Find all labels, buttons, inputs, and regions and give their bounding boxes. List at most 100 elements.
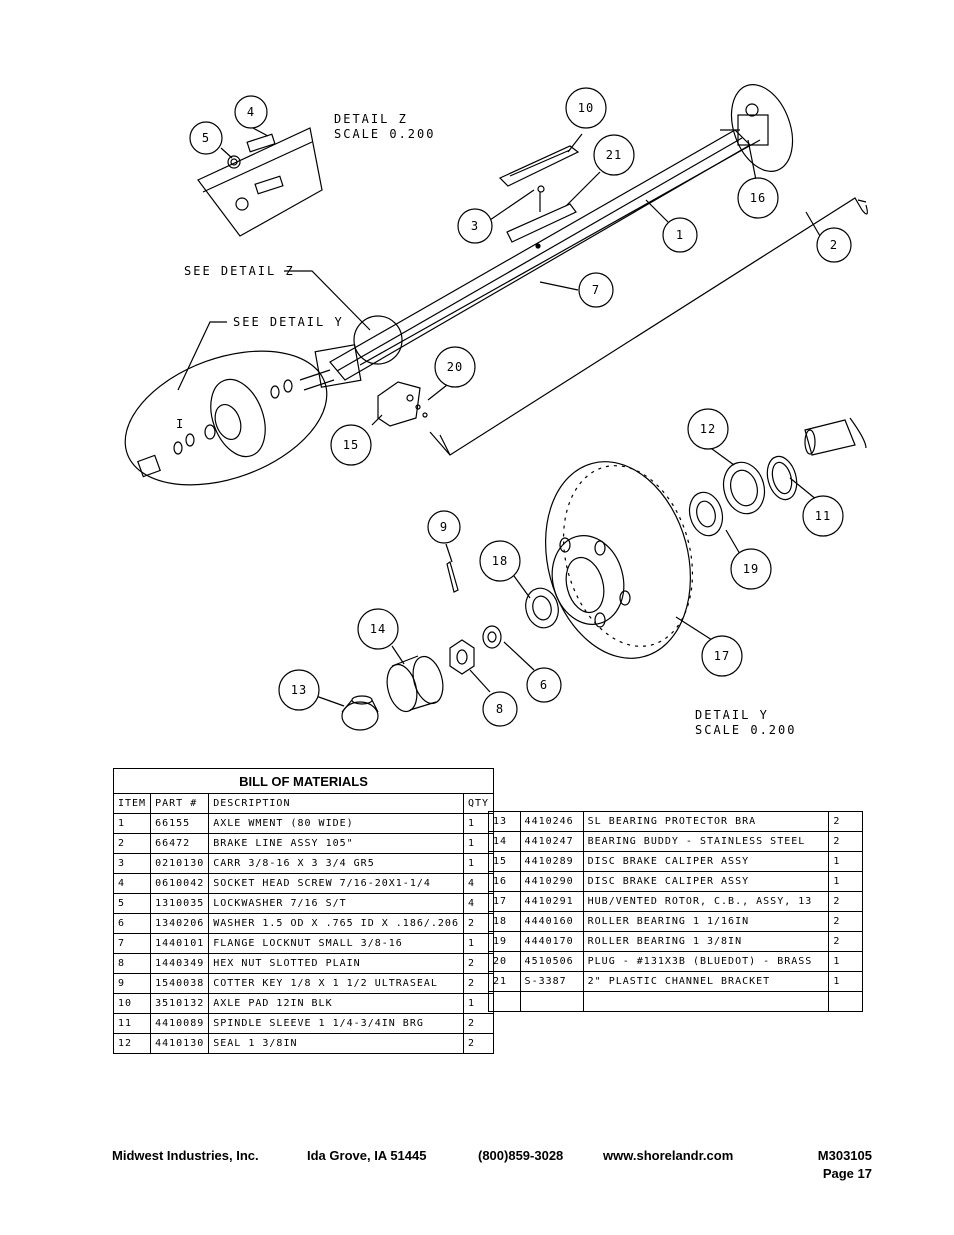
cell-qty: 2: [462, 1033, 495, 1054]
callout-7: 7: [592, 283, 600, 297]
cell-part: 1440349: [150, 953, 210, 974]
cell-part: 4410246: [519, 811, 584, 832]
cell-description: FLANGE LOCKNUT SMALL 3/8-16: [208, 933, 464, 954]
bearing-19: [688, 491, 724, 537]
cell-description: [582, 991, 830, 1012]
cell-item: 16: [488, 871, 521, 892]
cell-description: WASHER 1.5 OD X .765 ID X .186/.206: [208, 913, 464, 934]
cell-description: SEAL 1 3/8IN: [208, 1033, 464, 1054]
cell-description: LOCKWASHER 7/16 S/T: [208, 893, 464, 914]
cell-qty: 1: [828, 871, 863, 892]
cell-item: 18: [488, 911, 521, 932]
cell-part: 4410289: [519, 851, 584, 872]
cell-part: 1340206: [150, 913, 210, 934]
callout-circle-1: [662, 217, 698, 253]
cell-qty: 2: [828, 831, 863, 852]
cell-part: 1540038: [150, 973, 210, 994]
cell-item: 17: [488, 891, 521, 912]
cell-description: HUB/VENTED ROTOR, C.B., ASSY, 13: [582, 891, 830, 912]
callout-9: 9: [440, 520, 448, 534]
footer-city: Ida Grove, IA 51445: [307, 1148, 427, 1163]
callout-10: 10: [578, 101, 594, 115]
cell-part: 4440170: [519, 931, 584, 952]
callout-circle-3: [457, 208, 493, 244]
callout-circle-4: [234, 95, 268, 129]
cell-part: 4410290: [519, 871, 584, 892]
see-detail-y: SEE DETAIL Y: [233, 315, 344, 329]
cell-part: 4410130: [150, 1033, 210, 1054]
cell-item: 3: [112, 853, 152, 874]
table-row-empty: [488, 991, 863, 1012]
bill-of-materials-left: BILL OF MATERIALS ITEM PART # DESCRIPTIO…: [112, 768, 495, 1054]
cell-part: 4410089: [150, 1013, 210, 1034]
rotor-17: [545, 461, 694, 659]
footer-website[interactable]: www.shorelandr.com: [603, 1148, 734, 1163]
callout-circle-20: [434, 346, 476, 388]
cell-item: 12: [112, 1033, 152, 1054]
spindle-end: [804, 417, 867, 456]
cell-qty: 2: [828, 811, 863, 832]
washer-6: [482, 625, 502, 649]
callout-16: 16: [750, 191, 766, 205]
cell-qty: 1: [828, 851, 863, 872]
callout-circle-7: [578, 272, 614, 308]
detail-z-drawing: [197, 127, 323, 237]
cell-part: 0210130: [150, 853, 210, 874]
cell-item: 4: [112, 873, 152, 894]
callout-circle-18: [479, 540, 521, 582]
callout-19: 19: [743, 562, 759, 576]
cell-qty: 2: [828, 891, 863, 912]
cell-part: 3510132: [150, 993, 210, 1014]
cell-part: 4410247: [519, 831, 584, 852]
callout-12: 12: [700, 422, 716, 436]
callout-2: 2: [830, 238, 838, 252]
cell-item: 21: [488, 971, 521, 992]
cell-part: 66472: [150, 833, 210, 854]
cell-item: 11: [112, 1013, 152, 1034]
cell-item: 6: [112, 913, 152, 934]
callout-15: 15: [343, 438, 359, 452]
cell-description: CARR 3/8-16 X 3 3/4 GR5: [208, 853, 464, 874]
header-description: DESCRIPTION: [208, 793, 464, 814]
callout-5: 5: [202, 131, 210, 145]
callout-circle-8: [482, 691, 518, 727]
cell-item: 20: [488, 951, 521, 972]
callout-11: 11: [815, 509, 831, 523]
cell-item: 9: [112, 973, 152, 994]
callout-circle-19: [730, 548, 772, 590]
callout-circle-21: [593, 134, 635, 176]
callout-circle-10: [565, 87, 607, 129]
cell-item: 1: [112, 813, 152, 834]
nut-8: [449, 639, 475, 675]
axle-pad: [498, 145, 580, 249]
bearing-buddy-14: [386, 655, 444, 713]
footer-company: Midwest Industries, Inc.: [112, 1148, 259, 1163]
callout-circle-17: [701, 635, 743, 677]
cell-item: 13: [488, 811, 521, 832]
cell-description: AXLE WMENT (80 WIDE): [208, 813, 464, 834]
callout-13: 13: [291, 683, 307, 697]
cell-description: 2" PLASTIC CHANNEL BRACKET: [582, 971, 830, 992]
header-item: ITEM: [112, 793, 152, 814]
cell-qty: 2: [828, 931, 863, 952]
cell-part: 1440101: [150, 933, 210, 954]
cell-item: 7: [112, 933, 152, 954]
cell-qty: [828, 991, 863, 1012]
cell-part: 4410291: [519, 891, 584, 912]
caliper-15: [377, 381, 428, 427]
cell-qty: 2: [828, 911, 863, 932]
cell-description: DISC BRAKE CALIPER ASSY: [582, 851, 830, 872]
left-spindle: [299, 344, 362, 391]
